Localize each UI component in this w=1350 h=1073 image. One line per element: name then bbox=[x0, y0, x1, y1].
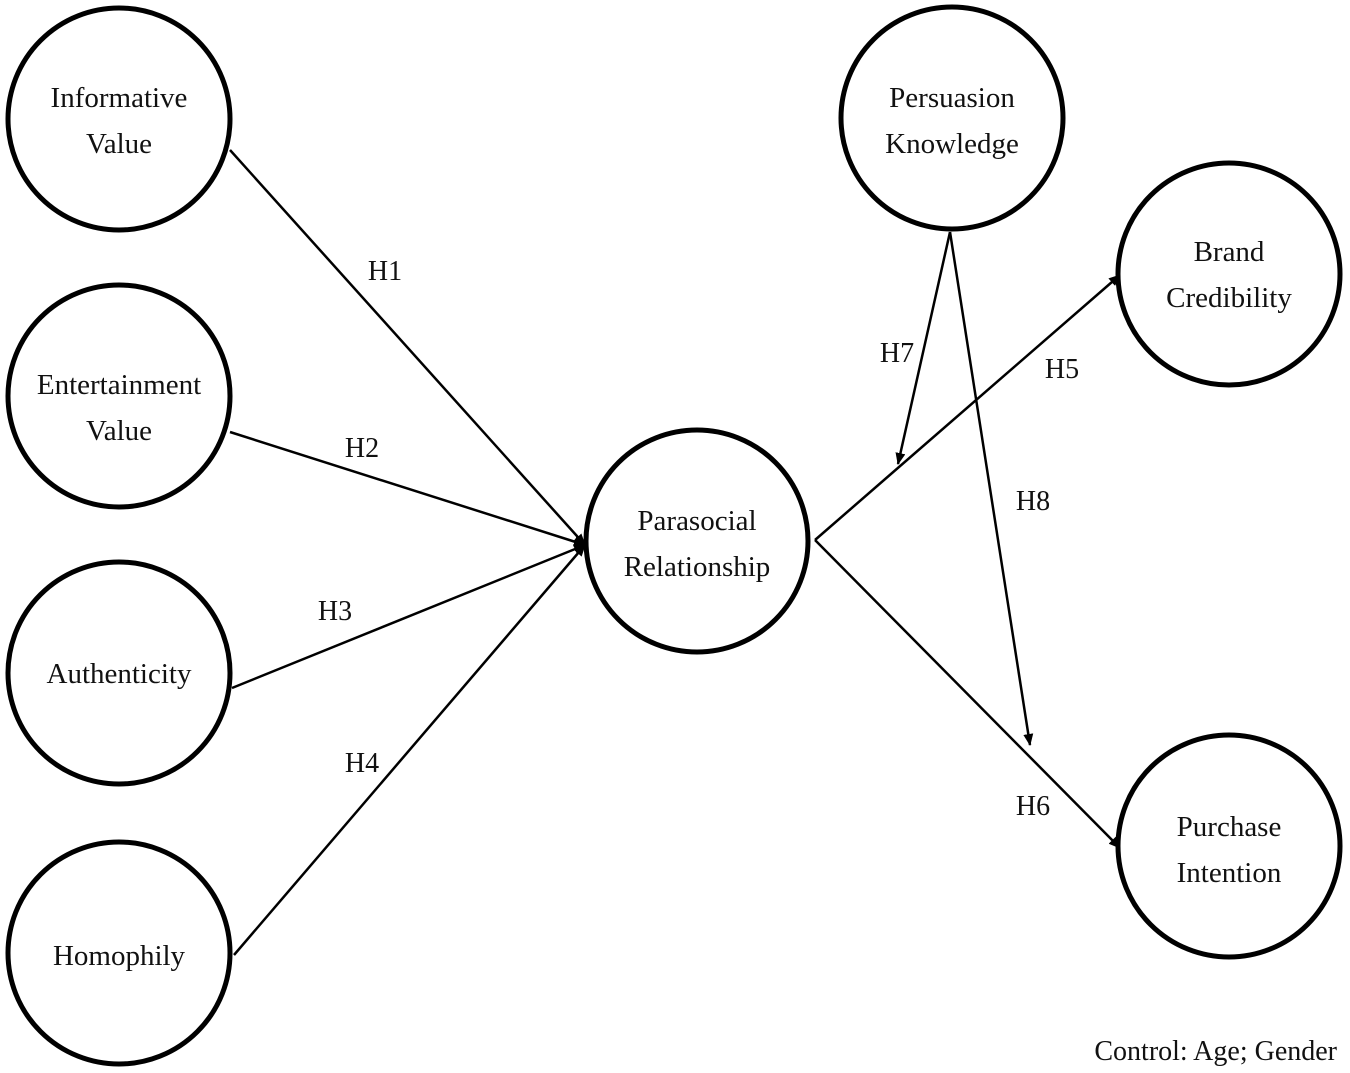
node-parasocial-relationship: Parasocial Relationship bbox=[583, 427, 811, 655]
edge-label-h3: H3 bbox=[318, 596, 352, 627]
control-variables-note: Control: Age; Gender bbox=[1094, 1036, 1337, 1067]
node-brand-credibility: Brand Credibility bbox=[1115, 160, 1343, 388]
node-label-line: Intention bbox=[1177, 857, 1282, 889]
node-label-line: Informative bbox=[51, 82, 188, 114]
node-label-line: Homophily bbox=[53, 940, 186, 972]
edge-h5 bbox=[814, 274, 1121, 541]
edge-label-h2: H2 bbox=[345, 433, 379, 464]
node-label-line: Brand bbox=[1194, 236, 1265, 268]
edge-h6 bbox=[814, 539, 1121, 849]
node-label-line: Entertainment bbox=[37, 369, 201, 401]
edge-h2 bbox=[229, 430, 586, 547]
node-homophily: Homophily bbox=[5, 839, 233, 1067]
edge-label-h7: H7 bbox=[880, 338, 914, 369]
edge-label-h1: H1 bbox=[368, 256, 402, 287]
node-label-line: Knowledge bbox=[885, 128, 1019, 160]
node-label-line: Relationship bbox=[624, 551, 771, 583]
node-entertainment-value: Entertainment Value bbox=[5, 282, 233, 510]
node-label-line: Parasocial bbox=[637, 505, 756, 537]
edge-h1 bbox=[229, 149, 586, 546]
node-label-line: Value bbox=[86, 128, 152, 160]
node-authenticity: Authenticity bbox=[5, 559, 233, 787]
edge-h3 bbox=[231, 543, 586, 690]
edge-h4 bbox=[233, 544, 586, 956]
edge-h7 bbox=[895, 231, 952, 465]
node-label-line: Value bbox=[86, 415, 152, 447]
node-purchase-intention: Purchase Intention bbox=[1115, 732, 1343, 960]
node-label-line: Purchase bbox=[1177, 811, 1282, 843]
node-informative-value: Informative Value bbox=[5, 5, 233, 233]
node-label-line: Credibility bbox=[1166, 282, 1292, 314]
node-label-line: Persuasion bbox=[889, 82, 1015, 114]
edge-label-h8: H8 bbox=[1016, 486, 1050, 517]
node-persuasion-knowledge: Persuasion Knowledge bbox=[838, 4, 1066, 232]
edge-label-h6: H6 bbox=[1016, 791, 1050, 822]
edge-label-h4: H4 bbox=[345, 748, 379, 779]
edge-h8 bbox=[948, 231, 1034, 746]
node-label-line: Authenticity bbox=[47, 658, 192, 690]
edge-label-h5: H5 bbox=[1045, 354, 1079, 385]
